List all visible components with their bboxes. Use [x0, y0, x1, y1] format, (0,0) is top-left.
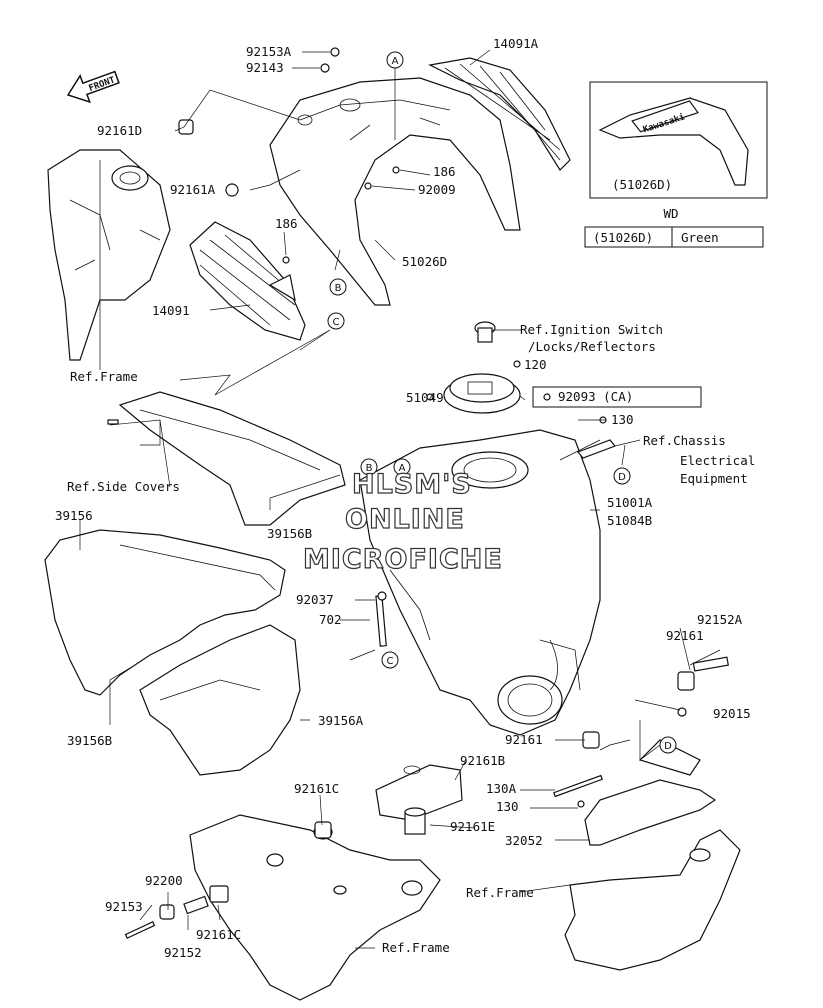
label-92200: 92200: [145, 873, 183, 888]
label-92161C-bottom: 92161C: [196, 927, 241, 942]
watermark-line-1: HLSM'S: [352, 469, 472, 500]
label-92161A: 92161A: [170, 182, 216, 197]
label-51001A: 51001A: [607, 495, 653, 510]
color-inset-box: Kawasaki (51026D): [589, 81, 768, 199]
label-ref-frame-right: Ref.Frame: [466, 885, 534, 900]
callout-d-chassis: D: [613, 467, 631, 485]
label-51049: 51049: [406, 390, 444, 405]
label-92153: 92153: [105, 899, 143, 914]
upper-tank-cover: [269, 77, 521, 306]
callout-c-top: C: [327, 312, 345, 330]
label-92093: 92093 (CA): [558, 389, 633, 404]
label-39156A: 39156A: [318, 713, 364, 728]
label-130-top: 130: [611, 412, 634, 427]
label-92153A: 92153A: [246, 44, 292, 59]
label-39156B-top: 39156B: [267, 526, 312, 541]
color-table-header: WD: [663, 206, 678, 221]
fuel-cap: [443, 321, 521, 414]
callout-a-top-label: A: [392, 56, 399, 67]
label-130A: 130A: [486, 781, 517, 796]
callout-c-tank-label: C: [387, 656, 394, 667]
label-51084B: 51084B: [607, 513, 652, 528]
frame-lower-left: [189, 814, 441, 1001]
inset-part-label: (51026D): [612, 177, 672, 192]
callout-c-top-label: C: [333, 317, 340, 328]
band-strap: [576, 439, 617, 459]
label-ref-ignition-2: /Locks/Reflectors: [528, 339, 656, 354]
label-ref-frame-bottom: Ref.Frame: [382, 940, 450, 955]
label-14091: 14091: [152, 303, 190, 318]
callout-d-chassis-label: D: [618, 472, 626, 483]
watermark-line-2: ONLINE: [345, 504, 465, 535]
callout-d-bracket: D: [659, 736, 677, 754]
label-186-mid: 186: [275, 216, 298, 231]
heat-shield-39156A: [139, 624, 301, 776]
part-labels: 92153A 92143 14091A 92161D 186 92161A 92…: [55, 36, 755, 960]
label-92143: 92143: [246, 60, 284, 75]
label-92161D: 92161D: [97, 123, 142, 138]
callout-b-top-label: B: [335, 283, 342, 294]
grommet-92161E: [404, 807, 426, 835]
callout-a-tank: A: [393, 458, 411, 476]
label-32052: 32052: [505, 833, 543, 848]
front-arrow: FRONT: [66, 70, 120, 104]
mesh-panel-14091: [189, 221, 306, 341]
fasteners: [107, 47, 729, 939]
label-ref-chassis-3: Equipment: [680, 471, 748, 486]
label-ref-chassis-2: Electrical: [680, 453, 755, 468]
damper-block: [375, 764, 463, 821]
label-14091A: 14091A: [493, 36, 539, 51]
label-ref-ignition-1: Ref.Ignition Switch: [520, 322, 663, 337]
label-92161B: 92161B: [460, 753, 505, 768]
label-ref-chassis-1: Ref.Chassis: [643, 433, 726, 448]
watermark: HLSM'S ONLINE MICROFICHE: [302, 468, 503, 575]
color-table-color: Green: [681, 230, 719, 245]
callout-a-tank-label: A: [399, 463, 406, 474]
callout-b-tank: B: [360, 458, 378, 476]
callout-b-tank-label: B: [366, 463, 373, 474]
side-cover-panel: [118, 391, 346, 526]
callout-b-top: B: [329, 278, 347, 296]
label-92161-upper: 92161: [666, 628, 704, 643]
label-92037: 92037: [296, 592, 334, 607]
color-table: WD (51026D) Green: [584, 206, 764, 248]
fuel-tank: [359, 429, 601, 736]
callout-d-bracket-label: D: [664, 741, 672, 752]
label-92161C-mid: 92161C: [294, 781, 339, 796]
label-92009: 92009: [418, 182, 456, 197]
frame-lower-right: [564, 829, 741, 971]
label-92152A: 92152A: [697, 612, 743, 627]
watermark-line-3: MICROFICHE: [303, 544, 503, 575]
ca-part-box: [532, 386, 702, 408]
label-92152: 92152: [164, 945, 202, 960]
label-ref-side-covers: Ref.Side Covers: [67, 479, 180, 494]
leader-lines: [79, 49, 721, 949]
label-39156: 39156: [55, 508, 93, 523]
callout-a-top: A: [386, 51, 404, 69]
label-130-bottom: 130: [496, 799, 519, 814]
callout-c-tank: C: [381, 651, 399, 669]
label-ref-frame-left: Ref.Frame: [70, 369, 138, 384]
label-92161-lower: 92161: [505, 732, 543, 747]
frame-head-left: [47, 149, 171, 361]
label-92161E: 92161E: [450, 819, 495, 834]
heat-shield-39156: [44, 529, 286, 696]
mesh-panel-14091A: [428, 57, 571, 171]
color-table-part: (51026D): [593, 230, 653, 245]
label-186-top: 186: [433, 164, 456, 179]
label-120: 120: [524, 357, 547, 372]
label-92015: 92015: [713, 706, 751, 721]
label-51026D: 51026D: [402, 254, 447, 269]
rear-bracket: [584, 739, 717, 846]
label-39156B-bottom: 39156B: [67, 733, 112, 748]
label-702: 702: [319, 612, 342, 627]
